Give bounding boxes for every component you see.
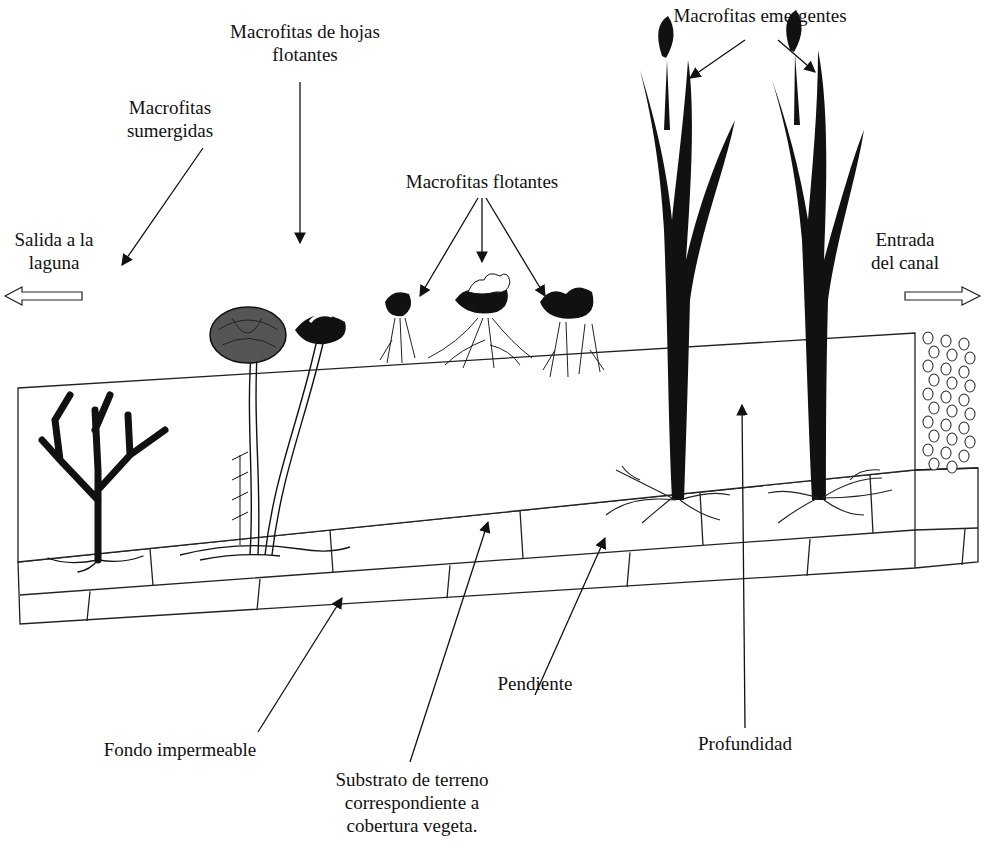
part-label: Macrofitas sumergidas [110, 96, 230, 142]
air-bubble [959, 450, 969, 462]
air-bubble [923, 332, 933, 344]
air-bubble [923, 360, 933, 372]
part-label: Profundidad [675, 732, 815, 755]
air-bubble [965, 352, 975, 364]
air-bubble [923, 416, 933, 428]
air-bubble [923, 388, 933, 400]
part-label: Macrofitas emergentes [645, 4, 875, 27]
air-bubble [929, 346, 939, 358]
substrate-crack [627, 552, 630, 587]
air-bubble [959, 338, 969, 350]
air-bubble [965, 436, 975, 448]
part-label: Pendiente [475, 672, 595, 695]
substrate-crack [700, 492, 703, 545]
part-label: Salida a la laguna [4, 228, 104, 274]
air-bubble [929, 402, 939, 414]
part-label: Macrofitas de hojas flotantes [210, 20, 400, 66]
part-label: Substrato de terreno correspondiente a c… [314, 768, 510, 837]
substrate-crack [87, 591, 90, 621]
air-bubble [947, 377, 957, 389]
substrate-crack [870, 475, 873, 534]
air-bubble [965, 380, 975, 392]
part-label: Fondo impermeable [80, 738, 280, 761]
air-bubble [947, 349, 957, 361]
air-bubble [959, 394, 969, 406]
air-bubble [941, 419, 951, 431]
air-bubble [941, 391, 951, 403]
air-bubble [947, 433, 957, 445]
air-bubble [923, 444, 933, 456]
air-bubble [941, 447, 951, 459]
air-bubble [941, 363, 951, 375]
part-label: Entrada del canal [862, 228, 948, 274]
substrate-crack [807, 539, 810, 576]
air-bubble [929, 374, 939, 386]
air-bubble [929, 430, 939, 442]
air-bubble [929, 458, 939, 470]
air-bubble [959, 366, 969, 378]
substrate-crack [257, 579, 260, 610]
part-label: Macrofitas flotantes [382, 170, 582, 193]
substrate-crack [447, 565, 450, 598]
air-bubble [947, 405, 957, 417]
air-bubble [959, 422, 969, 434]
substrate-crack [150, 549, 153, 586]
air-bubble [941, 335, 951, 347]
substrate-crack [962, 529, 965, 565]
air-bubble [947, 461, 957, 473]
air-bubble [965, 408, 975, 420]
substrate-crack [520, 511, 523, 559]
